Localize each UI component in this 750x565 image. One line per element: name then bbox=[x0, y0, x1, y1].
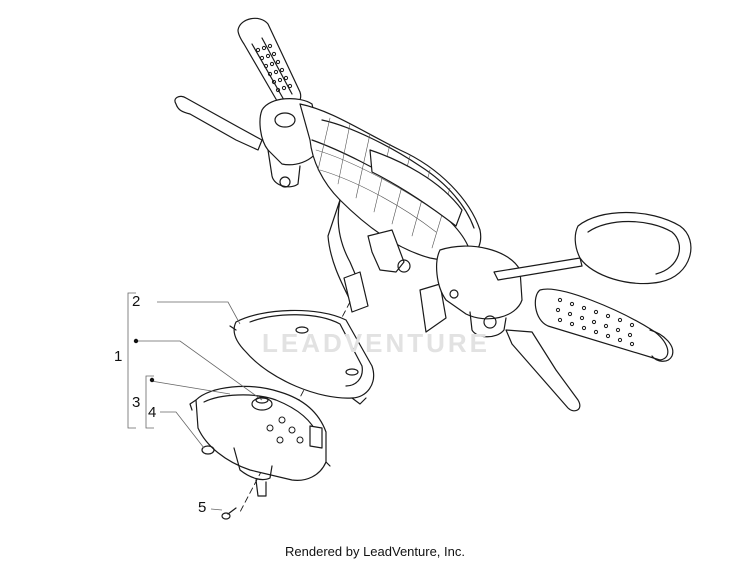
callout-3: 3 bbox=[132, 394, 141, 411]
footer-credit: Rendered by LeadVenture, Inc. bbox=[285, 544, 465, 559]
right-brake-lever bbox=[505, 329, 581, 412]
instrument-cover bbox=[229, 309, 375, 405]
right-switch-housing bbox=[436, 245, 523, 320]
watermark: LEADVENTURE bbox=[262, 328, 491, 358]
callout-4: 4 bbox=[148, 404, 157, 421]
leader-2 bbox=[157, 301, 241, 325]
leader-3-bracket bbox=[145, 375, 154, 429]
cap-part bbox=[201, 445, 215, 455]
dot-3 bbox=[149, 377, 155, 383]
leader-3 bbox=[150, 380, 231, 395]
leader-1 bbox=[137, 340, 263, 401]
screw-part bbox=[221, 507, 237, 520]
instrument-body bbox=[189, 385, 331, 497]
center-recess bbox=[369, 149, 463, 227]
right-grip bbox=[534, 288, 674, 362]
callout-1: 1 bbox=[114, 348, 123, 365]
callout-5: 5 bbox=[198, 499, 207, 516]
callout-2: 2 bbox=[132, 293, 141, 310]
leader-4 bbox=[160, 411, 205, 449]
leader-1-bracket bbox=[127, 292, 136, 429]
leader-5 bbox=[210, 508, 223, 511]
left-brake-lever bbox=[174, 95, 263, 151]
left-grip bbox=[237, 17, 302, 109]
mount-bracket bbox=[367, 229, 405, 273]
mirror-stem bbox=[493, 257, 583, 281]
dot-1 bbox=[133, 338, 139, 344]
mirror bbox=[574, 212, 692, 285]
